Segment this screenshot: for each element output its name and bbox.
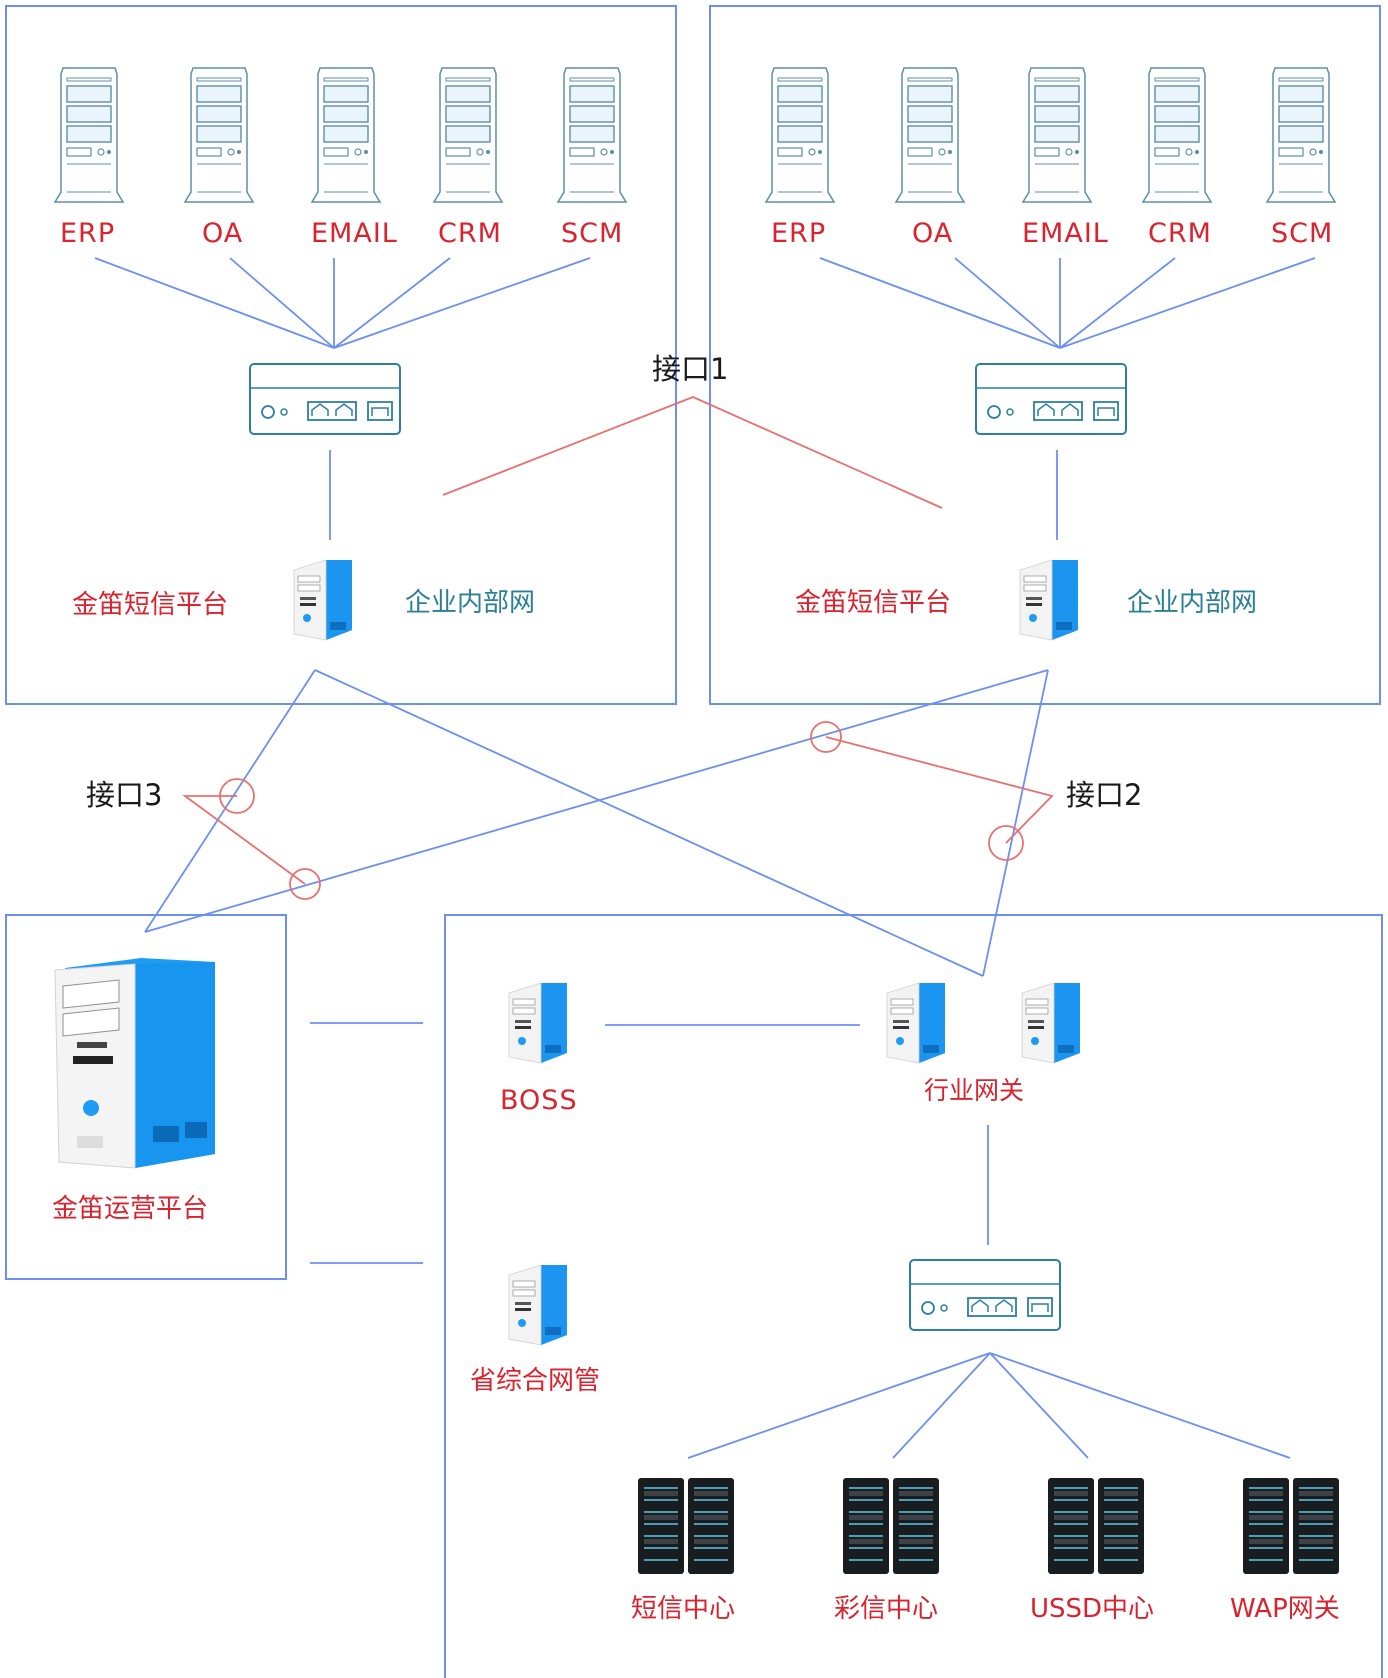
- link-switch-sms: [687, 1352, 991, 1459]
- link-switch-wap: [989, 1352, 1291, 1459]
- gateway-label: 行业网关: [924, 1076, 1025, 1105]
- wap-gateway-label: WAP网关: [1230, 1594, 1340, 1624]
- interface3-lines: [182, 795, 306, 885]
- link-crm-left: [333, 257, 451, 349]
- gateway-server-icon-2: [1021, 982, 1081, 1064]
- switch-icon-right: [975, 363, 1127, 435]
- enterprise-right-frame: [709, 5, 1381, 705]
- app-label-email-left: EMAIL: [311, 218, 398, 249]
- link-switch-mms: [892, 1352, 991, 1459]
- app-label-scm-left: SCM: [561, 218, 624, 249]
- link-left-to-operator: [144, 669, 316, 933]
- mms-center-rack-icon: [842, 1477, 940, 1575]
- sms-center-rack-icon: [637, 1477, 735, 1575]
- netmgmt-server-icon: [508, 1264, 568, 1346]
- sms-platform-label-left: 金笛短信平台: [72, 590, 229, 620]
- sms-center-label: 短信中心: [631, 1594, 736, 1624]
- interface1-lines: [442, 396, 943, 509]
- crm-server-icon-right: [1142, 67, 1212, 203]
- link-oa-right: [954, 257, 1061, 349]
- sms-platform-label-right: 金笛短信平台: [795, 588, 952, 618]
- crm-server-icon-left: [433, 67, 503, 203]
- link-left-to-gateway: [314, 669, 984, 977]
- app-label-oa-left: OA: [202, 218, 244, 249]
- boss-label: BOSS: [500, 1085, 578, 1116]
- sms-platform-server-icon-right: [1019, 559, 1079, 641]
- link-erp-right: [819, 257, 1061, 349]
- email-server-icon-left: [311, 67, 381, 203]
- oa-server-icon-right: [895, 67, 965, 203]
- link-crm-right: [1059, 257, 1176, 349]
- erp-server-icon-right: [765, 67, 835, 203]
- app-label-erp-right: ERP: [771, 218, 827, 249]
- intranet-label-right: 企业内部网: [1127, 588, 1258, 618]
- link-right-to-operator: [144, 669, 1049, 933]
- netmgmt-label: 省综合网管: [470, 1366, 601, 1396]
- interface3-label: 接口3: [86, 778, 163, 812]
- boss-server-icon: [508, 982, 568, 1064]
- interface2-marker-upper: [810, 721, 842, 753]
- switch-icon-left: [249, 363, 401, 435]
- erp-server-icon-left: [54, 67, 124, 203]
- enterprise-left-frame: [5, 5, 677, 705]
- scm-server-icon-left: [557, 67, 627, 203]
- app-label-erp-left: ERP: [60, 218, 116, 249]
- scm-server-icon-right: [1266, 67, 1336, 203]
- interface2-label: 接口2: [1066, 778, 1143, 812]
- mms-center-label: 彩信中心: [834, 1594, 939, 1624]
- app-label-scm-right: SCM: [1271, 218, 1334, 249]
- interface2-lines: [825, 736, 1054, 844]
- link-right-to-gateway: [982, 669, 1049, 977]
- app-label-crm-left: CRM: [438, 218, 502, 249]
- switch-icon-carrier: [909, 1259, 1061, 1331]
- app-label-oa-right: OA: [912, 218, 954, 249]
- interface3-marker-lower: [289, 868, 321, 900]
- ussd-center-label: USSD中心: [1030, 1594, 1155, 1624]
- link-erp-left: [94, 257, 335, 349]
- gateway-server-icon-1: [886, 982, 946, 1064]
- link-switch-ussd: [989, 1352, 1089, 1459]
- link-scm-left: [333, 257, 591, 349]
- operator-frame: [5, 914, 287, 1280]
- wap-gateway-rack-icon: [1242, 1477, 1340, 1575]
- intranet-label-left: 企业内部网: [405, 588, 536, 618]
- sms-platform-server-icon-left: [293, 559, 353, 641]
- link-oa-left: [229, 257, 335, 349]
- interface3-marker-upper: [219, 778, 255, 814]
- link-scm-right: [1059, 257, 1316, 349]
- app-label-email-right: EMAIL: [1022, 218, 1109, 249]
- app-label-crm-right: CRM: [1148, 218, 1212, 249]
- ussd-center-rack-icon: [1047, 1477, 1145, 1575]
- interface1-label: 接口1: [652, 352, 729, 386]
- carrier-frame: [444, 914, 1383, 1678]
- oa-server-icon-left: [184, 67, 254, 203]
- email-server-icon-right: [1022, 67, 1092, 203]
- interface2-marker-lower: [988, 825, 1024, 861]
- operator-platform-label: 金笛运营平台: [52, 1194, 209, 1224]
- operator-server-icon: [54, 957, 216, 1169]
